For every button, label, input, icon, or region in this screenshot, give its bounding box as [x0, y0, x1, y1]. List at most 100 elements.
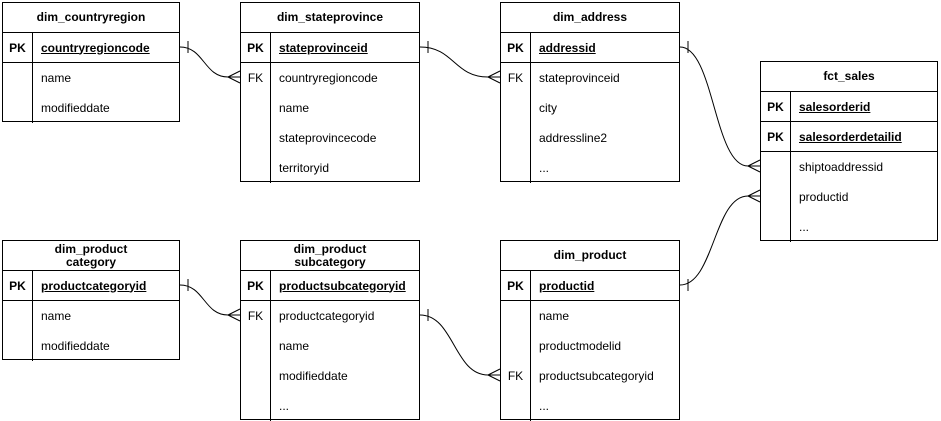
- entity-title: dim_countryregion: [3, 3, 179, 33]
- entity-title-line: subcategory: [294, 254, 366, 269]
- key-cell-empty: [241, 361, 271, 391]
- column-name: modifieddate: [41, 339, 110, 353]
- column-row: ...: [501, 391, 679, 421]
- pk-badge: PK: [241, 33, 271, 62]
- column-row: PK addressid: [501, 33, 679, 63]
- entity-title-line: category: [65, 254, 117, 269]
- column-row: productid: [761, 182, 937, 212]
- column-name: productmodelid: [539, 339, 622, 353]
- relationship-dim_countryregion.countryregioncode-to-dim_stateprovince.countryregioncode[interactable]: [179, 41, 241, 84]
- entity-title-line: dim_countryregion: [36, 10, 146, 24]
- column-name: name: [41, 71, 72, 85]
- entity-title: dim_product: [501, 241, 679, 271]
- fk-badge: FK: [241, 63, 271, 93]
- column-name: territoryid: [279, 161, 330, 175]
- column-row: addressline2: [501, 123, 679, 153]
- key-cell-empty: [501, 391, 531, 421]
- key-cell-empty: [241, 391, 271, 421]
- column-name: productcategoryid: [41, 278, 147, 293]
- key-cell-empty: [761, 212, 791, 242]
- key-cell-empty: [761, 152, 791, 182]
- column-row: name: [3, 63, 179, 93]
- relationship-dim_stateprovince.stateprovinceid-to-dim_address.stateprovinceid[interactable]: [419, 41, 501, 84]
- column-row: name: [501, 301, 679, 331]
- column-name: stateprovincecode: [279, 131, 377, 145]
- column-row: name: [241, 331, 419, 361]
- column-row: PK productsubcategoryid: [241, 271, 419, 301]
- column-name: shiptoaddressid: [799, 160, 884, 174]
- column-name: name: [539, 309, 570, 323]
- column-row: name: [3, 301, 179, 331]
- column-name: productsubcategoryid: [279, 278, 406, 293]
- entity-title-line: dim_address: [552, 10, 628, 24]
- key-cell-empty: [3, 63, 33, 93]
- column-name: productcategoryid: [279, 309, 375, 323]
- pk-badge: PK: [3, 271, 33, 300]
- column-row: modifieddate: [241, 361, 419, 391]
- relationship-dim_productcategory.productcategoryid-to-dim_productsubcategory.productcategoryid[interactable]: [179, 279, 241, 322]
- key-cell-empty: [501, 123, 531, 153]
- key-cell-empty: [761, 182, 791, 212]
- key-cell-empty: [241, 123, 271, 153]
- column-name: modifieddate: [41, 101, 110, 115]
- pk-badge: PK: [241, 271, 271, 300]
- fk-badge: FK: [501, 361, 531, 391]
- key-cell-empty: [501, 153, 531, 183]
- column-name: ...: [279, 399, 290, 413]
- pk-badge: PK: [3, 33, 33, 62]
- column-name: city: [539, 101, 557, 115]
- column-name: salesorderdetailid: [799, 129, 902, 144]
- column-row: modifieddate: [3, 331, 179, 361]
- pk-badge: PK: [761, 92, 791, 121]
- column-name: ...: [539, 161, 550, 175]
- column-name: countryregioncode: [279, 71, 378, 85]
- column-row: ...: [241, 391, 419, 421]
- pk-badge: PK: [761, 122, 791, 151]
- entity-title: dim_stateprovince: [241, 3, 419, 33]
- column-name: addressid: [539, 40, 596, 55]
- relationship-dim_product.productid-to-fct_sales.productid[interactable]: [679, 189, 761, 291]
- column-name: name: [279, 339, 310, 353]
- entity-title-line: dim_product: [293, 241, 367, 256]
- pk-badge: PK: [501, 33, 531, 62]
- key-cell-empty: [3, 331, 33, 361]
- column-name: productsubcategoryid: [539, 369, 654, 383]
- key-cell-empty: [241, 93, 271, 123]
- column-row: territoryid: [241, 153, 419, 183]
- column-name: modifieddate: [279, 369, 348, 383]
- fk-badge: FK: [501, 63, 531, 93]
- column-row: productmodelid: [501, 331, 679, 361]
- column-name: ...: [799, 220, 810, 234]
- column-name: productid: [539, 278, 595, 293]
- column-name: name: [41, 309, 72, 323]
- relationship-dim_productsubcategory.productsubcategoryid-to-dim_product.productsubcategoryid[interactable]: [419, 309, 501, 382]
- column-row: FK countryregioncode: [241, 63, 419, 93]
- column-row: FK productsubcategoryid: [501, 361, 679, 391]
- key-cell-empty: [3, 301, 33, 331]
- column-name: stateprovinceid: [539, 71, 620, 85]
- column-row: PK stateprovinceid: [241, 33, 419, 63]
- column-name: stateprovinceid: [279, 40, 368, 55]
- column-name: countryregioncode: [41, 40, 150, 55]
- relationship-dim_address.addressid-to-fct_sales.shiptoaddressid[interactable]: [679, 41, 761, 173]
- column-row: name: [241, 93, 419, 123]
- column-row: modifieddate: [3, 93, 179, 123]
- entity-title: fct_sales: [761, 62, 937, 92]
- column-row: PK countryregioncode: [3, 33, 179, 63]
- column-row: FK stateprovinceid: [501, 63, 679, 93]
- entity-title: dim_address: [501, 3, 679, 33]
- column-row: stateprovincecode: [241, 123, 419, 153]
